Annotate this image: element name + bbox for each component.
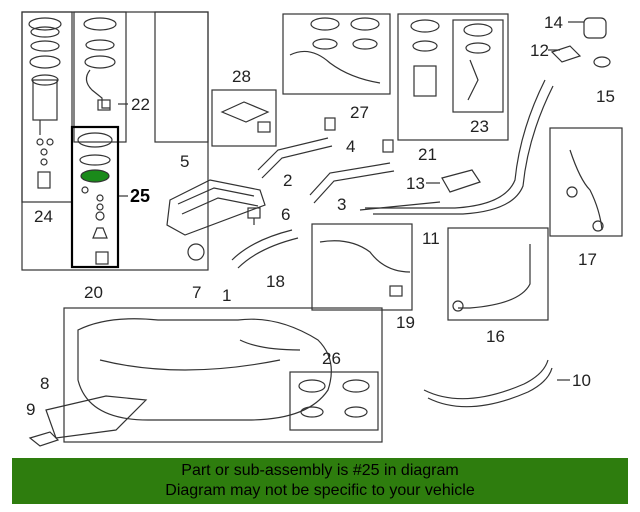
callout-10: 10 [572, 371, 591, 390]
callout-25: 25 [130, 186, 151, 206]
group-box-17 [549, 127, 623, 237]
group-box-22 [73, 11, 127, 143]
group-box-25 [70, 125, 120, 269]
callout-8: 8 [40, 374, 50, 393]
group-box-1 [63, 307, 383, 443]
group-box-27 [282, 13, 391, 95]
info-banner: Part or sub-assembly is #25 in diagram D… [12, 458, 628, 504]
group-box-unlabeled [154, 11, 209, 143]
banner-line-2: Diagram may not be specific to your vehi… [165, 482, 475, 499]
banner-line-1: Part or sub-assembly is #25 in diagram [181, 462, 459, 479]
parts-diagram [21, 11, 623, 447]
callout-4: 4 [346, 137, 356, 156]
callout-22: 22 [131, 95, 150, 114]
callout-11: 11 [422, 229, 440, 248]
callout-18: 18 [266, 272, 285, 291]
callout-1: 1 [222, 286, 232, 305]
callout-16: 16 [486, 327, 505, 346]
callout-12: 12 [530, 41, 549, 60]
callout-7: 7 [192, 283, 202, 302]
callout-24: 24 [34, 207, 53, 226]
group-box-28 [211, 89, 277, 147]
group-box-26 [289, 371, 379, 431]
callout-3: 3 [337, 195, 347, 214]
callout-14: 14 [544, 13, 563, 32]
group-box-23 [452, 19, 504, 113]
callout-2: 2 [283, 171, 293, 190]
callout-19: 19 [396, 313, 415, 332]
callout-23: 23 [470, 117, 489, 136]
callout-26: 26 [322, 349, 341, 368]
callout-28: 28 [232, 67, 251, 86]
callout-17: 17 [578, 250, 597, 269]
callout-13: 13 [406, 174, 425, 193]
group-box-21 [397, 13, 509, 141]
callout-5: 5 [180, 152, 190, 171]
callout-6: 6 [281, 205, 291, 224]
callout-27: 27 [350, 103, 369, 122]
group-box-16 [447, 227, 549, 321]
callout-15: 15 [596, 87, 615, 106]
group-box-24 [21, 11, 73, 203]
callout-9: 9 [26, 400, 36, 419]
group-box-19 [311, 223, 413, 311]
callout-20: 20 [84, 283, 103, 302]
callout-21: 21 [418, 145, 437, 164]
